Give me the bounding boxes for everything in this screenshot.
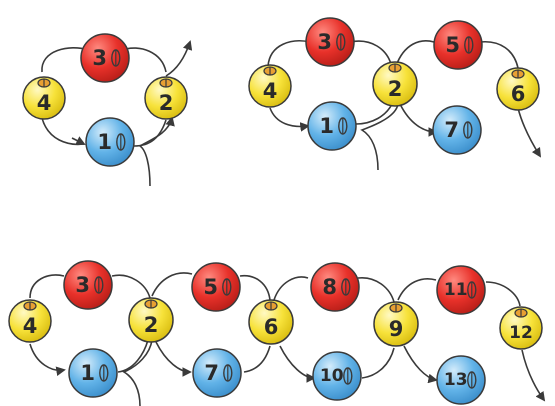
bead-number: 4 (263, 79, 278, 103)
bead-red-3: 3 (64, 261, 112, 309)
bead-yellow-2: 2 (145, 77, 187, 119)
bead-yellow-4: 4 (23, 77, 65, 119)
bead-blue-10: 10 (313, 352, 361, 400)
bead-yellow-6: 6 (249, 300, 293, 344)
thread-path (280, 346, 314, 378)
bead-yellow-4: 4 (9, 300, 51, 342)
thread-path (396, 41, 434, 66)
bead-number: 3 (92, 46, 107, 70)
thread-path (30, 275, 64, 298)
thread-path (480, 42, 518, 68)
thread-path (268, 41, 310, 66)
bead-number: 2 (144, 313, 159, 337)
bead-red-3: 3 (306, 18, 354, 66)
bead-number: 3 (75, 273, 90, 297)
bead-number: 3 (317, 30, 332, 54)
bead-number: 1 (319, 114, 334, 138)
bead-number: 1 (80, 361, 95, 385)
bead-number: 1 (97, 130, 112, 154)
thread-path (124, 340, 152, 406)
thread-path (274, 277, 308, 300)
bead-number: 4 (23, 314, 38, 338)
bead-number: 4 (37, 91, 52, 115)
bead-number: 7 (204, 361, 219, 385)
thread-path (156, 342, 190, 372)
bead-number: 6 (511, 82, 526, 106)
bead-number: 11 (444, 280, 468, 300)
bead-red-11: 11 (437, 266, 485, 314)
bead-number: 5 (203, 275, 218, 299)
bead-number: 5 (445, 33, 460, 57)
thread-path (362, 348, 394, 378)
thread-path (362, 104, 398, 170)
bead-number: 9 (389, 317, 404, 341)
bead-red-3: 3 (81, 34, 129, 82)
thread-path (270, 108, 308, 126)
bead-blue-7: 7 (193, 349, 241, 397)
thread-path (240, 276, 270, 300)
thread-path (400, 104, 436, 132)
thread-path (30, 344, 64, 370)
bead-blue-13: 13 (437, 356, 485, 404)
bead-red-5: 5 (434, 21, 482, 69)
bead-number: 6 (264, 315, 279, 339)
bead-yellow-12: 12 (500, 307, 542, 349)
diagram-2 (268, 41, 540, 170)
bead-number: 7 (444, 118, 459, 142)
bead-yellow-2: 2 (373, 62, 417, 106)
bead-blue-1: 1 (86, 118, 134, 166)
thread-path (358, 278, 394, 302)
thread-path (486, 282, 520, 306)
thread-path (152, 273, 192, 296)
thread-path (166, 42, 190, 76)
thread-path (404, 346, 436, 380)
bead-red-5: 5 (192, 263, 240, 311)
bead-number: 8 (322, 275, 337, 299)
thread-path (398, 279, 436, 300)
bead-yellow-9: 9 (374, 302, 418, 346)
thread-path (72, 138, 84, 144)
bead-number: 2 (388, 77, 403, 101)
bead-yellow-6: 6 (497, 68, 539, 110)
bead-yellow-4: 4 (249, 65, 291, 107)
bead-number: 2 (159, 91, 174, 115)
bead-blue-7: 7 (433, 106, 481, 154)
bead-red-8: 8 (311, 263, 359, 311)
thread-path (140, 118, 172, 186)
bead-number: 13 (444, 370, 468, 390)
thread-path (112, 275, 150, 298)
bead-number: 12 (509, 323, 533, 343)
bead-blue-1: 1 (69, 349, 117, 397)
thread-path (522, 350, 544, 400)
thread-path (518, 108, 540, 156)
bead-blue-1: 1 (308, 102, 356, 150)
thread-path (244, 346, 270, 372)
beads-layer: 3421354261735811426912171013 (9, 18, 542, 404)
thread-path (356, 104, 392, 124)
bead-number: 10 (320, 366, 344, 386)
bead-yellow-2: 2 (129, 298, 173, 342)
